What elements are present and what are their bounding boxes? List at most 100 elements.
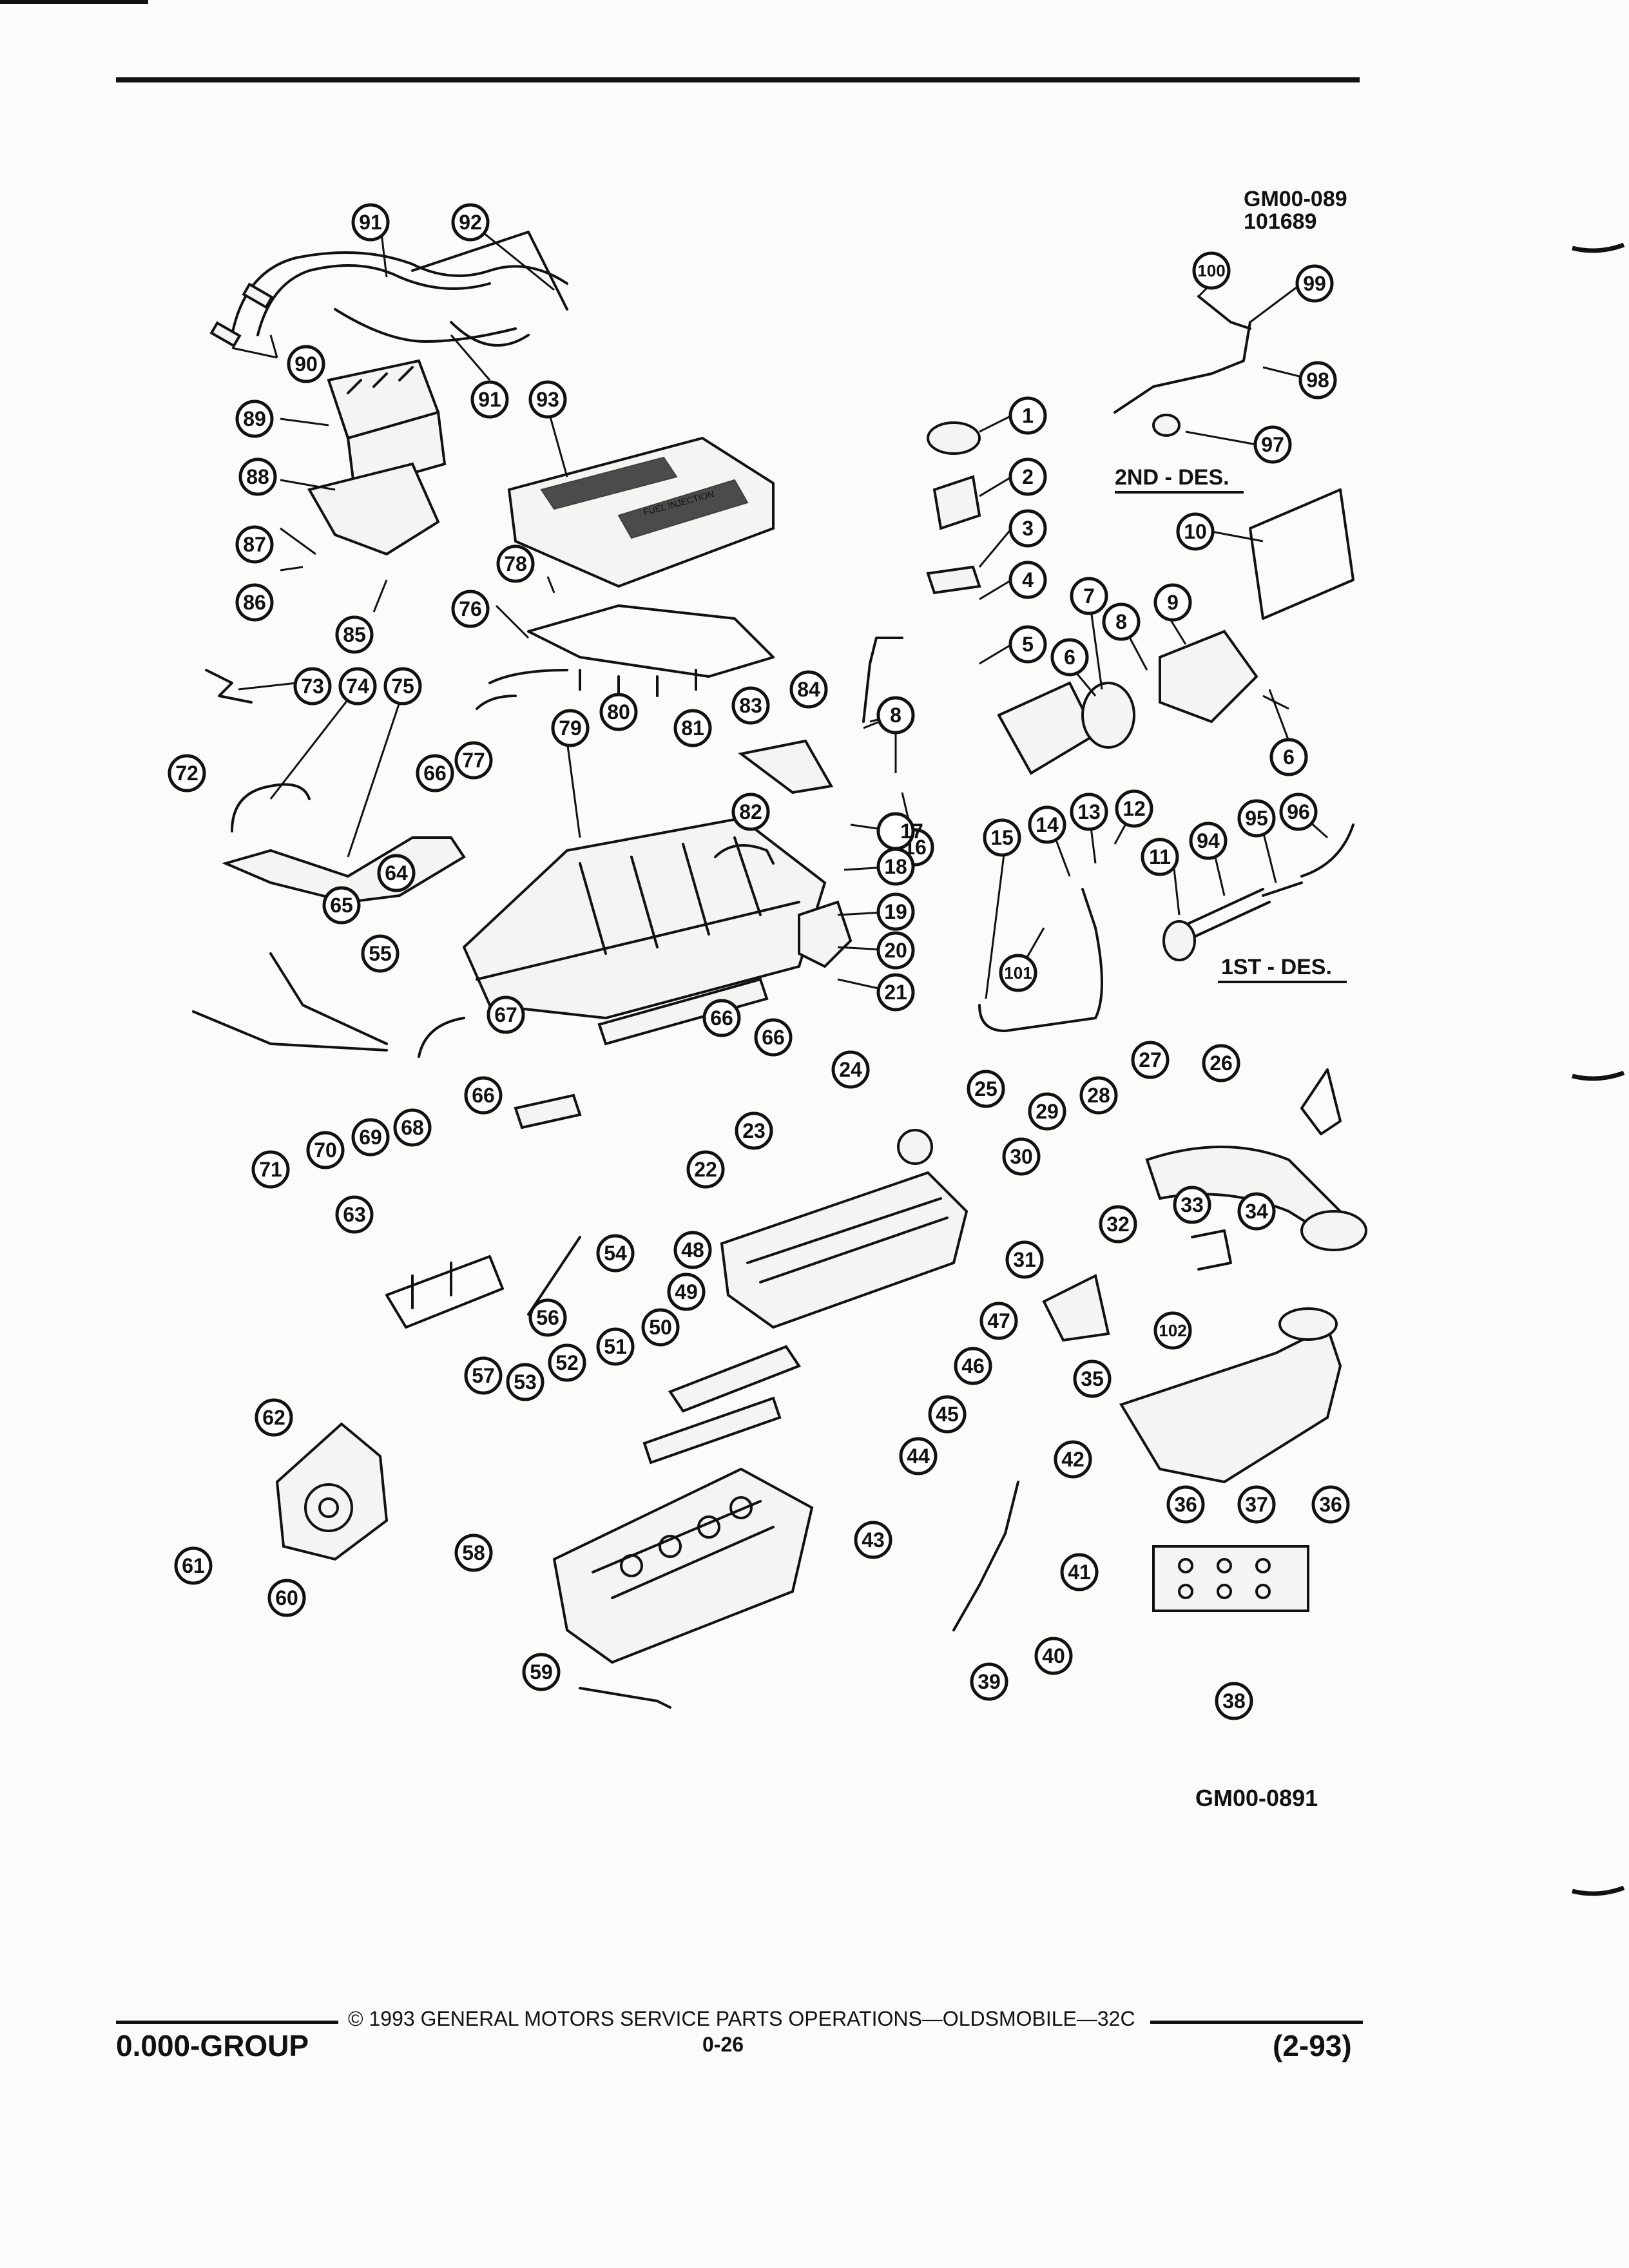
footer-rule-left (116, 2021, 338, 2024)
callout-50: 50 (641, 1308, 680, 1347)
callout-70: 70 (306, 1131, 345, 1169)
svg-text:1: 1 (1022, 404, 1034, 427)
svg-text:52: 52 (555, 1351, 579, 1374)
callout-5: 5 (1008, 625, 1047, 664)
callout-56: 56 (528, 1298, 567, 1337)
svg-text:82: 82 (739, 800, 762, 823)
svg-text:32: 32 (1106, 1213, 1130, 1236)
valve-cover (720, 1129, 969, 1329)
callout-15: 15 (983, 818, 1021, 857)
callout-76: 76 (451, 590, 490, 628)
footer-group: 0.000-GROUP (116, 2029, 309, 2062)
top-rule (116, 77, 1360, 82)
svg-text:8: 8 (890, 704, 901, 727)
svg-text:84: 84 (797, 678, 820, 701)
callout-74: 74 (338, 667, 377, 706)
svg-text:87: 87 (243, 533, 266, 556)
callout-4: 4 (1008, 561, 1047, 599)
svg-text:18: 18 (884, 855, 907, 878)
oil-fill-cap (926, 421, 981, 595)
svg-text:13: 13 (1077, 800, 1101, 823)
svg-text:57: 57 (472, 1364, 495, 1387)
callout-93: 93 (528, 380, 567, 419)
callout-2: 2 (1008, 457, 1047, 496)
svg-text:54: 54 (604, 1242, 627, 1265)
svg-text:10: 10 (1184, 520, 1207, 543)
callout-21: 21 (876, 973, 915, 1012)
callout-84: 84 (789, 670, 828, 709)
footer-copyright: © 1993 GENERAL MOTORS SERVICE PARTS OPER… (348, 2007, 1135, 2030)
svg-text:26: 26 (1210, 1052, 1233, 1075)
callout-102: 102 (1153, 1311, 1192, 1350)
pushrod (527, 1236, 581, 1316)
svg-text:91: 91 (359, 211, 382, 234)
callout-39: 39 (970, 1662, 1008, 1701)
svg-text:4: 4 (1022, 568, 1034, 591)
svg-text:81: 81 (681, 716, 704, 740)
callout-48: 48 (673, 1231, 712, 1269)
svg-text:14: 14 (1036, 813, 1059, 836)
svg-text:70: 70 (314, 1139, 337, 1162)
callout-24: 24 (831, 1050, 870, 1089)
coolant-hoses (1162, 823, 1354, 961)
svg-text:62: 62 (262, 1406, 285, 1429)
svg-text:73: 73 (301, 675, 324, 698)
svg-text:98: 98 (1306, 369, 1329, 392)
callout-96: 96 (1279, 793, 1318, 831)
svg-text:63: 63 (343, 1203, 366, 1226)
svg-text:68: 68 (401, 1116, 424, 1139)
callout-79: 79 (551, 709, 590, 747)
svg-text:88: 88 (246, 465, 269, 488)
callout-49: 49 (667, 1273, 706, 1311)
callout-82: 82 (731, 793, 770, 831)
svg-text:33: 33 (1181, 1193, 1204, 1216)
exhaust-gasket (1152, 1545, 1309, 1612)
engine-valve (579, 1687, 671, 1709)
spark-plug-wires (209, 231, 568, 348)
callout-55: 55 (361, 934, 400, 973)
svg-text:41: 41 (1068, 1561, 1091, 1584)
callout-66a: 66 (416, 754, 454, 793)
svg-text:76: 76 (459, 597, 482, 620)
svg-text:90: 90 (294, 352, 318, 376)
svg-text:7: 7 (1083, 584, 1095, 608)
svg-text:36: 36 (1174, 1493, 1197, 1516)
callout-80: 80 (599, 693, 638, 731)
callout-27: 27 (1131, 1041, 1170, 1079)
svg-text:8: 8 (1115, 610, 1127, 633)
callout-22: 22 (686, 1150, 725, 1189)
svg-text:6: 6 (1064, 646, 1075, 669)
svg-text:95: 95 (1245, 807, 1268, 830)
drawing-code-bottom: GM00-0891 (1195, 1785, 1318, 1811)
svg-text:31: 31 (1013, 1248, 1036, 1271)
rocker-components (642, 1345, 802, 1465)
svg-text:75: 75 (391, 675, 414, 698)
svg-text:5: 5 (1022, 633, 1034, 656)
callout-63: 63 (335, 1195, 374, 1234)
callout-37: 37 (1237, 1485, 1276, 1524)
svg-text:91: 91 (478, 388, 501, 411)
callout-62: 62 (255, 1398, 293, 1437)
footer-rule-right (1150, 2021, 1363, 2024)
callout-91b: 91 (470, 380, 509, 419)
callout-94: 94 (1189, 822, 1228, 860)
intake-manifold (462, 816, 827, 1020)
svg-text:24: 24 (839, 1058, 862, 1081)
callout-72: 72 (168, 754, 206, 793)
callout-6a: 6 (1050, 638, 1089, 677)
throttle-body (997, 488, 1354, 775)
callout-59: 59 (522, 1653, 561, 1691)
fuel-rail (476, 604, 775, 710)
callouts: 1 2 3 4 5 6 6 7 8 8 9 10 11 12 13 14 15 … (168, 203, 1350, 1720)
callout-19: 19 (876, 892, 915, 931)
svg-text:100: 100 (1197, 261, 1225, 280)
callout-8a: 8 (1102, 602, 1141, 641)
callout-25: 25 (967, 1070, 1005, 1108)
callout-36a: 36 (1166, 1485, 1205, 1524)
svg-text:86: 86 (243, 591, 266, 614)
ignition-coil-pack (307, 359, 447, 556)
svg-text:83: 83 (739, 694, 762, 717)
callout-6b: 6 (1269, 738, 1308, 776)
callout-92: 92 (451, 203, 490, 242)
